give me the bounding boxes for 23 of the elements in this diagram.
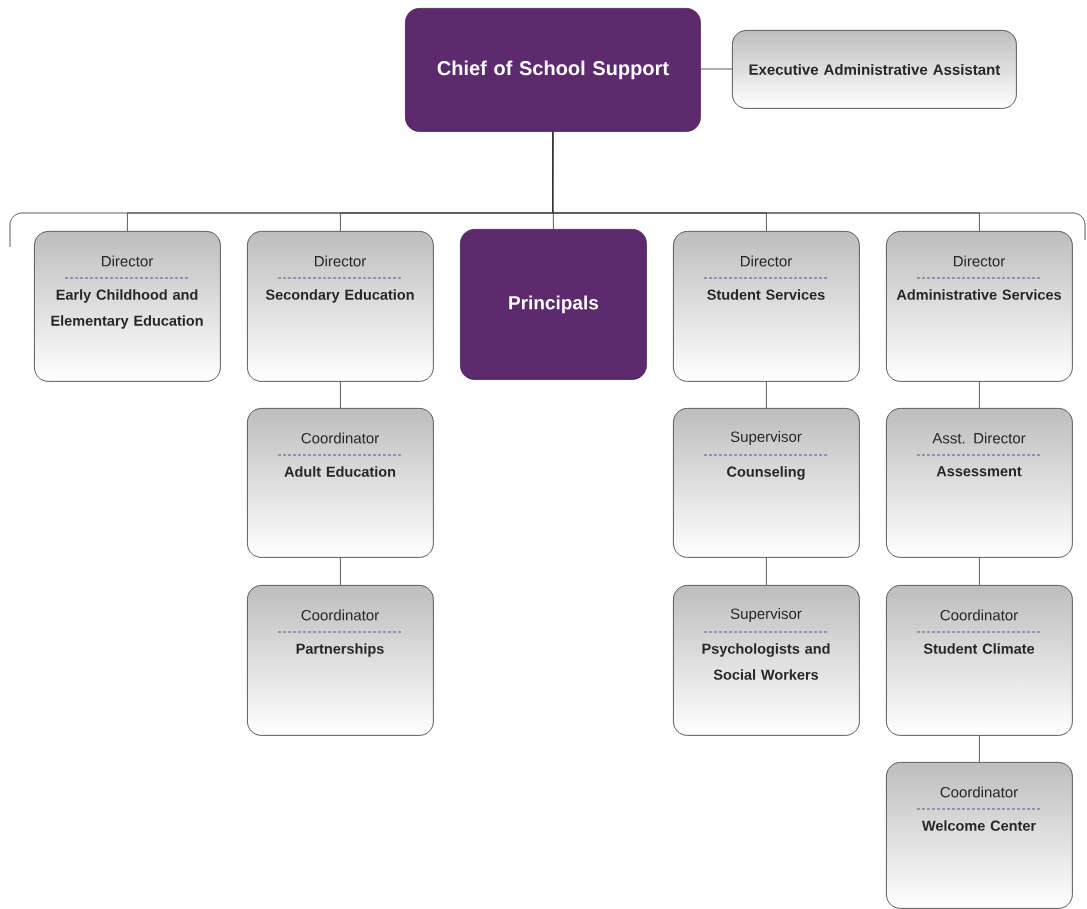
connector-line [979, 557, 980, 586]
role-box: Coordinator Partnerships [247, 585, 434, 736]
role-box: Director Secondary Education [247, 231, 434, 382]
connector-line [340, 381, 341, 409]
role-box: Director Early Childhood and Elementary Education [34, 231, 221, 382]
role-box: Director Student Services [673, 231, 860, 382]
role-box: Coordinator Welcome Center [886, 762, 1073, 909]
title-box: Principals [460, 229, 647, 380]
connector-line [700, 68, 733, 70]
connector-line [979, 735, 980, 763]
connector-line [979, 381, 980, 409]
connector-line [340, 557, 341, 586]
role-box: Asst. Director Assessment [886, 408, 1073, 558]
title-box: Chief of School Support [405, 8, 701, 132]
role-box: Coordinator Student Climate [886, 585, 1073, 736]
connector-line [552, 131, 980, 232]
role-box: Director Administrative Services [886, 231, 1073, 382]
role-box: Supervisor Counseling [673, 408, 860, 558]
role-box: Supervisor Psychologists and Social Workers [673, 585, 860, 736]
role-box: Coordinator Adult Education [247, 408, 434, 558]
role-box: Executive Administrative Assistant [732, 30, 1017, 109]
connector-line [766, 381, 767, 409]
connector-line [766, 557, 767, 586]
